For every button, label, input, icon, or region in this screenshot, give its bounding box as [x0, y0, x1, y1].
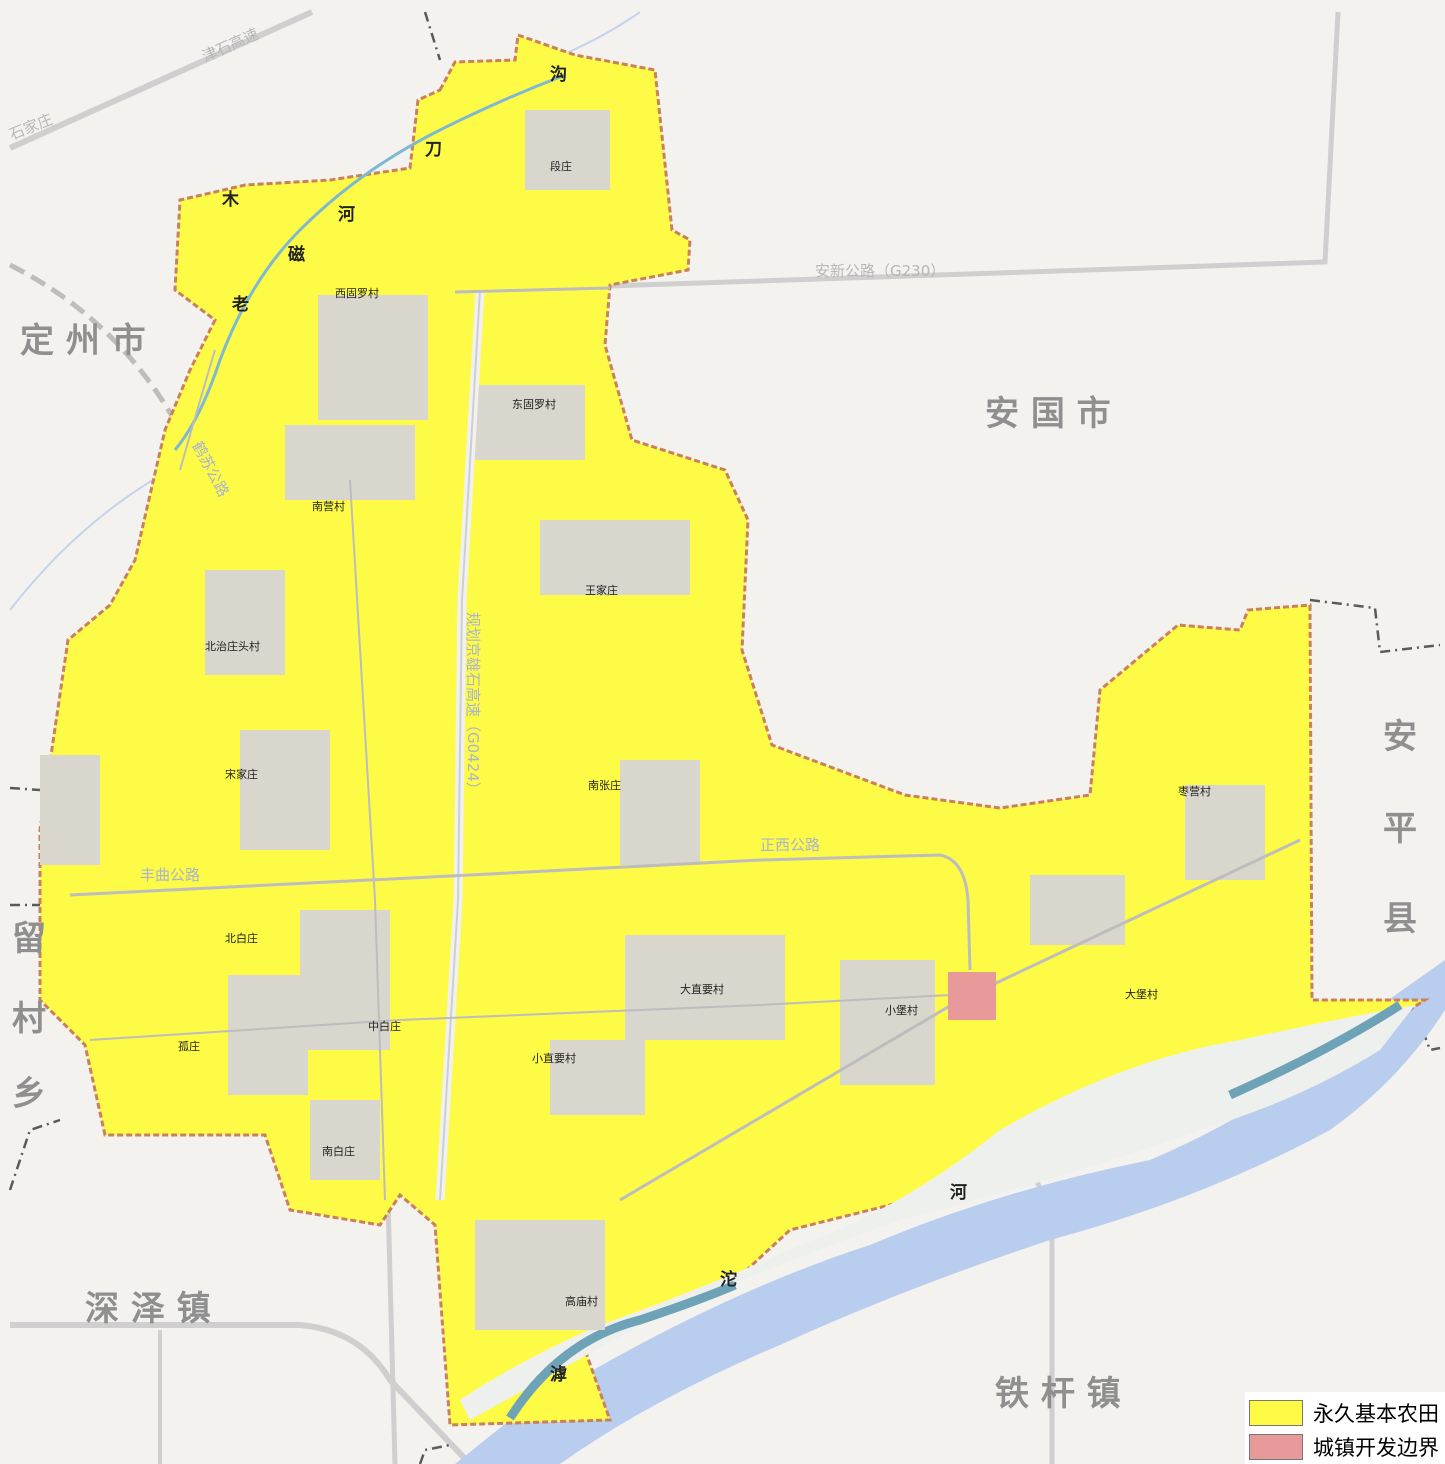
- road-anxin-inner: [454, 286, 611, 294]
- village-patch-gaomiao: [475, 1220, 605, 1330]
- label-shenze: 深 泽 镇: [85, 1289, 211, 1329]
- village-patch-wangjia: [540, 520, 690, 595]
- village-label: 孤庄: [178, 1039, 200, 1053]
- hutuo-river-band: [455, 960, 1445, 1464]
- village-label: 北白庄: [225, 931, 258, 945]
- label-fengqu: 丰曲公路: [140, 866, 200, 884]
- label-anping-1: 安: [1383, 717, 1417, 757]
- label-liucun-1: 留: [12, 919, 46, 959]
- village-label: 段庄: [550, 159, 572, 173]
- legend-item-farmland: 永久基本农田: [1249, 1398, 1439, 1428]
- label-anping-2: 平: [1383, 809, 1417, 849]
- village-patch-east: [1030, 875, 1125, 945]
- village-label: 南张庄: [588, 778, 621, 792]
- village-patch-duanzhuang: [525, 110, 610, 190]
- river-labels: 木 河 磁 老 刀 沟 河 沱 滹: [221, 64, 967, 1385]
- label-liucun-2: 村: [12, 999, 46, 1039]
- road-jinshi-expressway: [8, 9, 314, 151]
- village-patch-xiguluo: [318, 295, 428, 420]
- village-patch-dazhi: [625, 935, 785, 1040]
- village-patch-nanbai: [310, 1100, 380, 1180]
- village-patch-zhongbai: [300, 910, 390, 1050]
- hutuo-river-channel: [506, 1001, 1403, 1421]
- road-anxin: [609, 11, 1341, 289]
- ci-river: [173, 73, 566, 451]
- village-label: 大直要村: [680, 982, 724, 996]
- label-zhengxi: 正西公路: [760, 836, 820, 854]
- village-label: 中白庄: [368, 1019, 401, 1033]
- village-patch-west: [40, 755, 100, 865]
- village-patch-beizhi: [205, 570, 285, 675]
- label-ci-he: 河: [338, 205, 355, 225]
- village-patch-xiaozhi: [550, 1040, 645, 1115]
- legend-label-farmland: 永久基本农田: [1313, 1402, 1439, 1426]
- legend-label-urban-boundary: 城镇开发边界: [1313, 1436, 1439, 1460]
- label-anping-3: 县: [1383, 899, 1417, 939]
- village-patch-beibai: [228, 975, 308, 1095]
- village-label: 宋家庄: [225, 767, 258, 781]
- village-label: 小直要村: [532, 1051, 576, 1065]
- boundary-south: [418, 1443, 451, 1464]
- hutuo-river-strip: [460, 1005, 1415, 1420]
- legend-item-urban-boundary: 城镇开发边界: [1249, 1432, 1439, 1462]
- label-gou: 沟: [550, 64, 567, 85]
- boundary-east: [1309, 598, 1441, 654]
- label-lao: 老: [231, 294, 249, 315]
- boundary-north: [423, 11, 442, 61]
- boundary-east-2: [1413, 1009, 1441, 1052]
- urban-development-patch: [948, 972, 996, 1020]
- village-label: 小堡村: [885, 1003, 918, 1017]
- road-south-vertical: [385, 1199, 398, 1464]
- label-dao: 刀: [425, 140, 442, 160]
- label-ci: 磁: [288, 244, 305, 265]
- label-mu: 木: [221, 189, 240, 210]
- label-hutuo-he: 河: [950, 1183, 967, 1203]
- road-west-curve: [8, 262, 183, 432]
- road-fengqu: [69, 853, 972, 971]
- road-south-west: [10, 1322, 473, 1464]
- stream-west: [9, 469, 171, 611]
- admin-boundaries: [8, 11, 1441, 1464]
- road-north-south-west: [349, 479, 386, 1201]
- map-legend: 永久基本农田 城镇开发边界: [1245, 1392, 1445, 1464]
- road-zhongbai: [89, 994, 951, 1041]
- label-hutuo-hu: 滹: [550, 1364, 567, 1385]
- village-patch-zaoying: [1185, 785, 1265, 880]
- road-dingsu: [179, 349, 216, 471]
- village-label: 北治庄头村: [205, 639, 260, 653]
- label-dingzhou: 定 州 市: [20, 321, 146, 361]
- village-label: 南营村: [312, 499, 345, 513]
- label-g0424: 规划京雄石高速（G0424）: [464, 612, 482, 797]
- outer-roads: [8, 9, 1341, 1464]
- village-labels: 段庄 西固罗村 东固罗村 南营村 王家庄 北治庄头村 宋家庄 南张庄 枣营村 北…: [178, 159, 1211, 1308]
- boundary-west: [8, 786, 61, 1191]
- village-label: 东固罗村: [512, 397, 556, 411]
- road-g0424-edge: [439, 289, 481, 1201]
- legend-swatch-urban-boundary: [1249, 1434, 1303, 1460]
- village-patch-nanzhang: [620, 760, 700, 865]
- village-label: 枣营村: [1178, 784, 1211, 798]
- village-patch-dongguluo: [470, 385, 585, 460]
- village-label: 高庙村: [565, 1294, 598, 1308]
- region-labels: 定 州 市 安 国 市 安 平 县 留 村 乡 深 泽 镇 铁 杆 镇: [12, 321, 1417, 1414]
- label-anguo: 安 国 市: [985, 394, 1111, 434]
- label-hutuo-tuo: 沱: [720, 1269, 737, 1290]
- village-patch-songjia: [240, 730, 330, 850]
- village-label: 王家庄: [585, 583, 618, 597]
- legend-swatch-farmland: [1249, 1400, 1303, 1426]
- village-label: 西固罗村: [335, 286, 379, 300]
- label-anxin: 安新公路（G230）: [815, 262, 945, 280]
- village-label: 大堡村: [1125, 987, 1158, 1001]
- village-label: 南白庄: [322, 1144, 355, 1158]
- label-liucun-3: 乡: [12, 1074, 46, 1114]
- village-patches: [40, 110, 1265, 1330]
- label-tiegan: 铁 杆 镇: [995, 1374, 1121, 1414]
